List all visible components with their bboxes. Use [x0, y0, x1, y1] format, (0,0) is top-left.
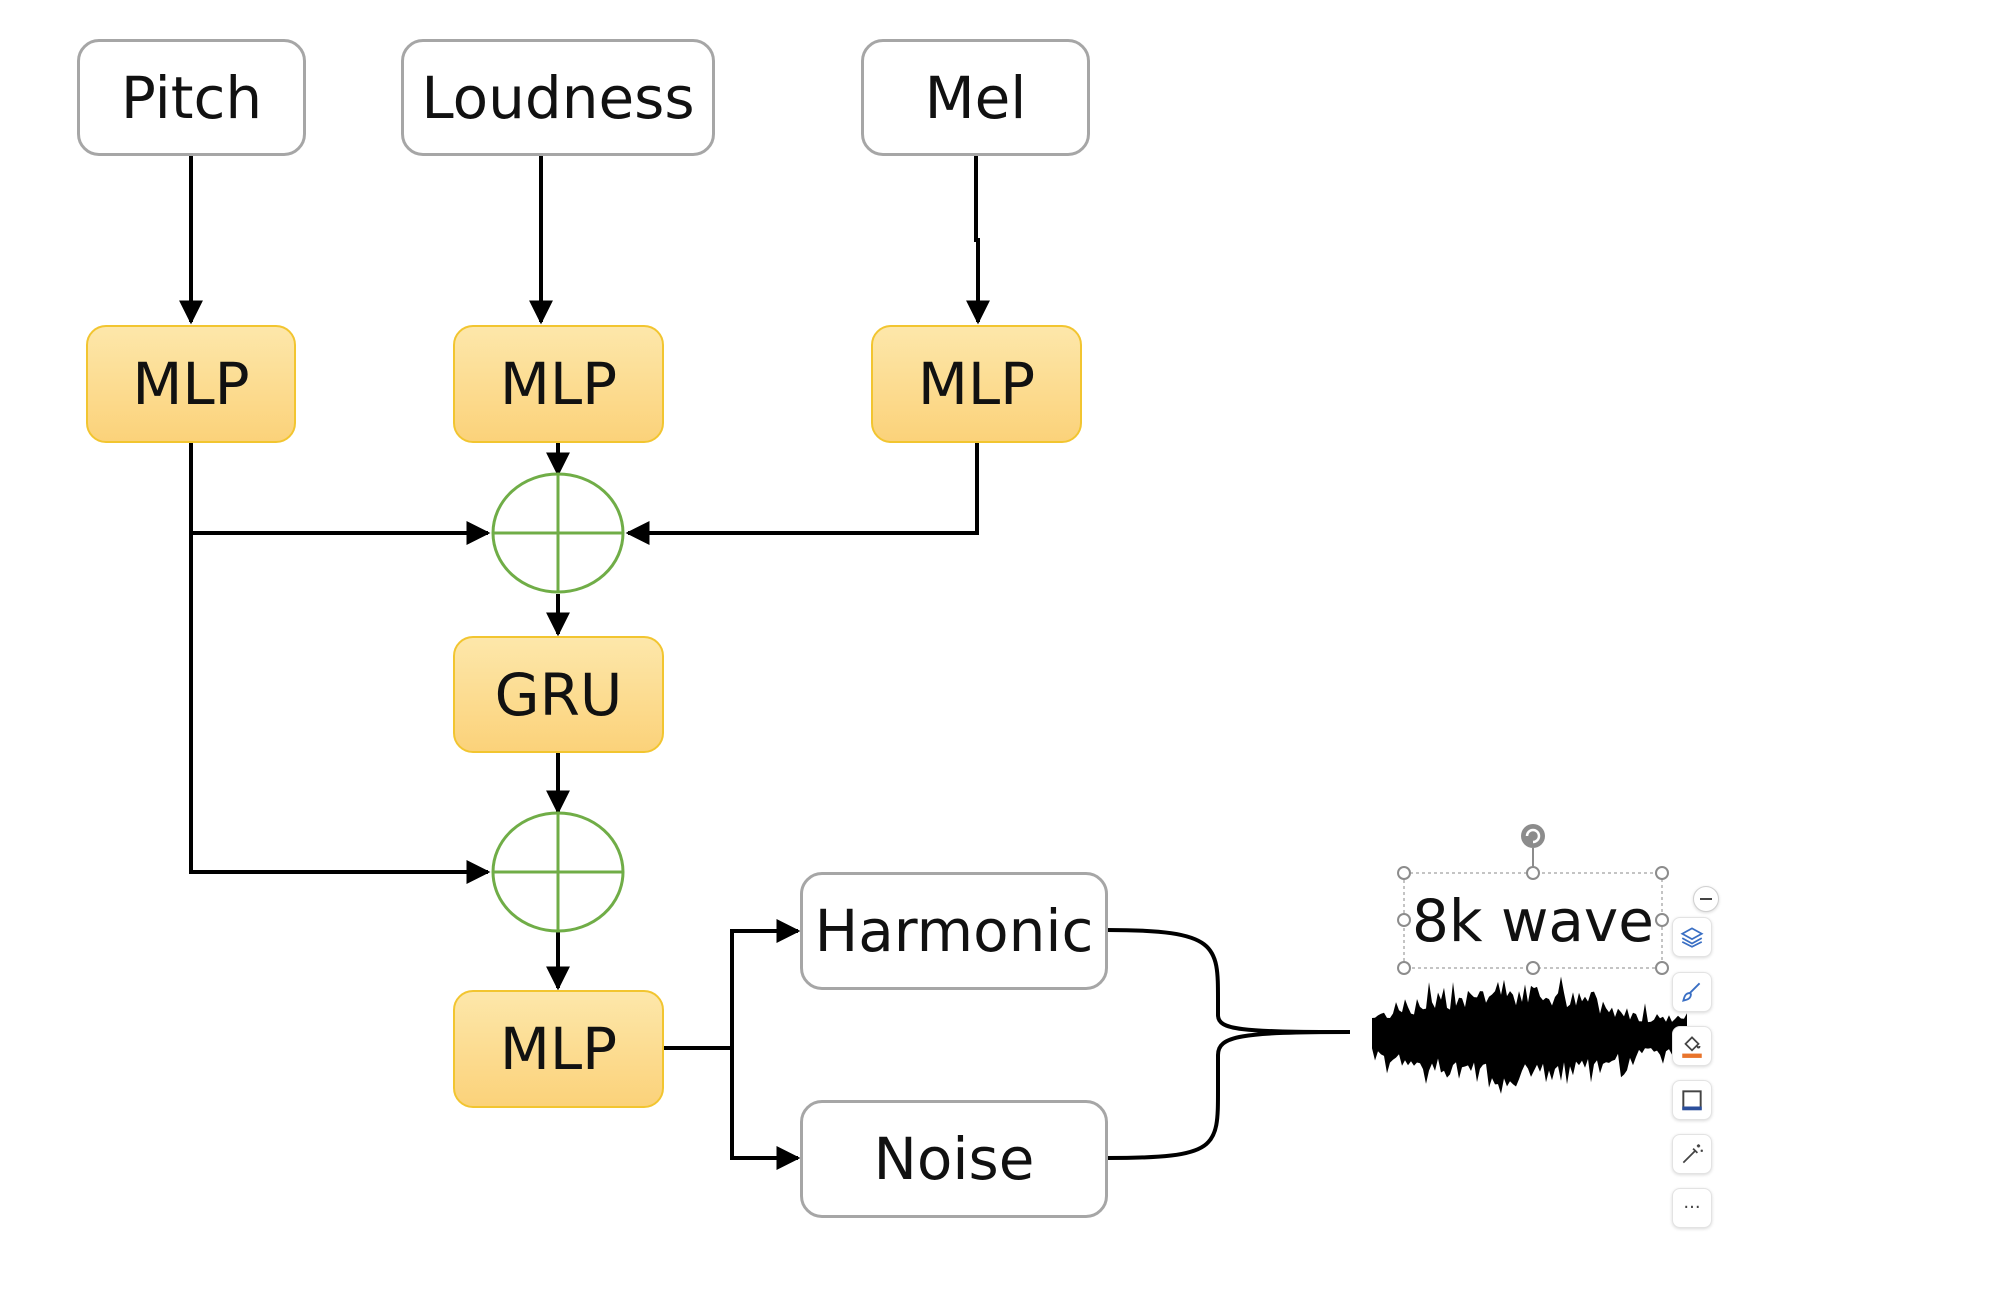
arrow-mel-to-mlp [966, 156, 990, 325]
minus-icon [1700, 898, 1712, 900]
brush-icon [1682, 982, 1701, 1002]
input-loudness-label: Loudness [421, 63, 695, 132]
mlp-pitch-label: MLP [132, 350, 250, 418]
arrow-mlp-to-harmonic [730, 919, 801, 1048]
mlp-block-pitch[interactable]: MLP [86, 325, 296, 443]
harmonic-box[interactable]: Harmonic [800, 872, 1108, 990]
mlp-block-output[interactable]: MLP [453, 990, 664, 1108]
resize-handle-left[interactable] [1397, 913, 1411, 927]
resize-handle-top-right[interactable] [1655, 866, 1669, 880]
resize-handle-top[interactable] [1526, 866, 1540, 880]
noise-box[interactable]: Noise [800, 1100, 1108, 1218]
input-mel-label: Mel [924, 63, 1027, 132]
arrow-mel-mlp-to-sum1 [625, 443, 979, 545]
format-painter-button[interactable] [1672, 972, 1712, 1012]
more-options-button[interactable]: ··· [1672, 1188, 1712, 1228]
more-icon: ··· [1683, 1197, 1701, 1218]
harmonic-label: Harmonic [814, 897, 1094, 965]
brace-upper [1106, 928, 1351, 1034]
mlp-mel-label: MLP [917, 350, 1036, 418]
fill-icon [1682, 1036, 1702, 1058]
arrow-pitch-mlp-to-sum2 [189, 533, 491, 884]
arrow-pitch-mlp-to-sum1 [189, 443, 491, 545]
magic-wand-icon [1682, 1144, 1703, 1164]
selected-text-label: 8k wave [1412, 886, 1654, 955]
fill-color-button[interactable] [1672, 1026, 1712, 1066]
collapse-toolbar-button[interactable] [1693, 886, 1719, 912]
mlp-block-mel[interactable]: MLP [871, 325, 1082, 443]
resize-handle-right[interactable] [1655, 913, 1669, 927]
resize-handle-bottom-right[interactable] [1655, 961, 1669, 975]
arrow-mlp-to-noise [730, 1048, 801, 1170]
border-icon [1682, 1090, 1702, 1111]
rotate-handle-icon [1521, 824, 1545, 848]
resize-handle-top-left[interactable] [1397, 866, 1411, 880]
gru-label: GRU [494, 660, 623, 729]
effects-button[interactable] [1672, 1134, 1712, 1174]
layers-icon [1680, 927, 1704, 948]
mlp-block-loudness[interactable]: MLP [453, 325, 664, 443]
brace-lower [1106, 1030, 1351, 1160]
waveform-image [1372, 976, 1687, 1094]
layers-button[interactable] [1672, 917, 1712, 957]
input-pitch[interactable]: Pitch [77, 39, 306, 156]
selected-text-box[interactable]: 8k wave [1404, 873, 1662, 968]
mlp-output-label: MLP [499, 1015, 618, 1083]
gru-block[interactable]: GRU [453, 636, 664, 753]
resize-handle-bottom-left[interactable] [1397, 961, 1411, 975]
outline-button[interactable] [1672, 1080, 1712, 1120]
resize-handle-bottom[interactable] [1526, 961, 1540, 975]
input-loudness[interactable]: Loudness [401, 39, 715, 156]
mlp-loudness-label: MLP [499, 350, 618, 418]
noise-label: Noise [873, 1125, 1035, 1193]
input-pitch-label: Pitch [120, 63, 263, 132]
input-mel[interactable]: Mel [861, 39, 1090, 156]
